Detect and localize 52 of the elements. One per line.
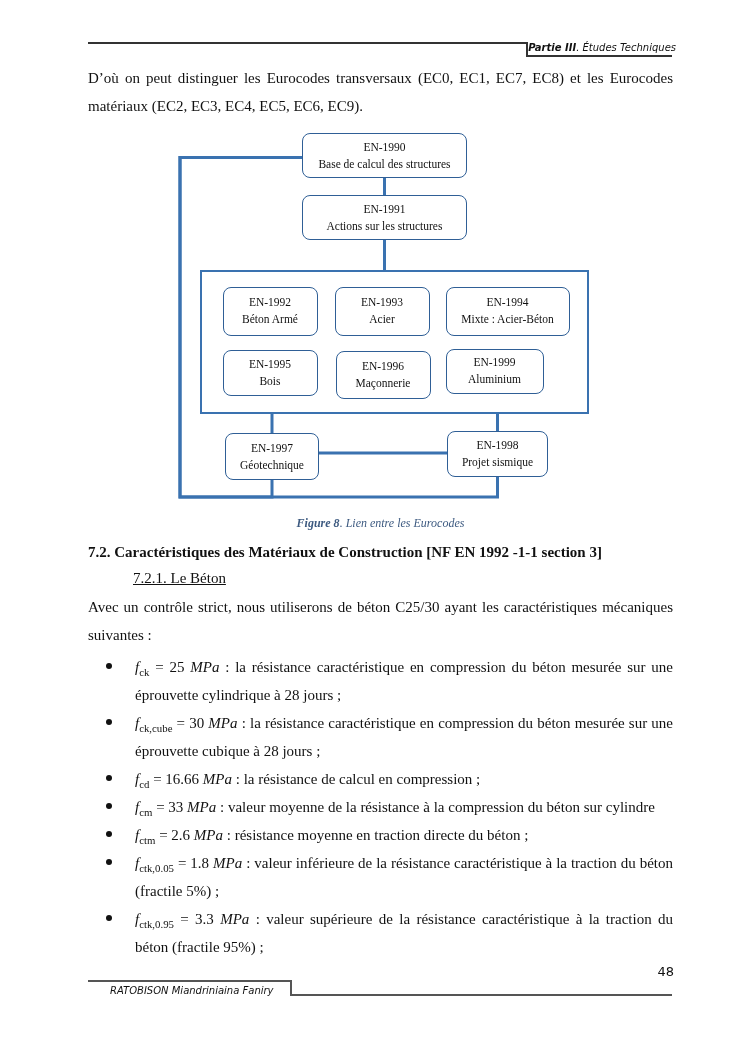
code-label: EN-1998 <box>476 438 519 453</box>
connector-line <box>383 178 386 195</box>
standard-box <box>225 433 319 480</box>
title-label: Base de calcul des structures <box>318 156 451 172</box>
standard-box <box>447 431 548 477</box>
code-label: EN-1990 <box>363 139 406 155</box>
list-item: f$_{ctk,0.05}$ = 1.8 MPa : valeur inférieure de la résistance caractéristique à la traction du béton (fractile 5%) ; <box>135 854 673 901</box>
page-number: 48 <box>656 964 674 979</box>
header-text: Partie III. Études Techniques <box>527 42 676 53</box>
author-name: RATOBISON Miandriniaina Faniry <box>110 985 274 996</box>
title-label: Projet sismique <box>461 455 534 471</box>
connector-line <box>319 451 447 455</box>
list-item: f$_{cm}$ = 33 MPa : valeur moyenne de la résistance à la compression du béton sur cylindre <box>135 798 656 820</box>
code-label: EN-1991 <box>363 201 406 217</box>
title-label: Maçonnerie <box>355 375 411 392</box>
list-item: f$_{ctk,0.95}$ = 3.3 MPa : valeur supérieure de la résistance caractéristique à la traction du béton (fractile 95%) ; <box>135 910 673 957</box>
title-label: Bois <box>259 373 281 389</box>
connector-line <box>383 240 386 270</box>
subsection-heading: 7.2.1. Le Béton <box>133 570 226 587</box>
standard-box <box>445 286 570 336</box>
code-label: EN-1995 <box>248 356 292 372</box>
code-label: EN-1993 <box>360 295 404 310</box>
standard-box <box>222 286 318 336</box>
standard-box <box>445 348 544 394</box>
standard-box <box>302 133 467 178</box>
connector-line <box>496 414 499 431</box>
title-label: Acier <box>369 312 395 327</box>
figure-caption: Figure 8. Lien entre les Eurocodes <box>295 516 466 531</box>
code-label: EN-1996 <box>361 358 405 374</box>
paragraph: D’où on peut distinguer les Eurocodes transversaux (EC0, EC1, EC7, EC8) et les Eurocodes matériaux (EC2, EC3, EC4, EC5, EC6, EC9). <box>88 69 673 116</box>
connector-line <box>270 414 274 433</box>
code-label: EN-1994 <box>486 295 529 310</box>
standard-box <box>334 286 430 336</box>
paragraph: Avec un contrôle strict, nous utiliserons de béton C25/30 ayant les caractéristiques mécaniques suivantes : <box>88 598 673 645</box>
section-heading: 7.2. Caractéristiques des Matériaux de Construction [NF EN 1992 -1-1 section 3] <box>88 544 602 561</box>
title-label: Aluminium <box>468 372 521 387</box>
list-item: f$_{ctm}$ = 2.6 MPa : résistance moyenne en traction directe du béton ; <box>135 826 530 848</box>
standard-box <box>335 350 431 399</box>
title-label: Géotechnique <box>240 457 304 474</box>
code-label: EN-1997 <box>250 440 294 456</box>
standard-box <box>222 349 318 396</box>
group-frame <box>200 270 589 414</box>
title-label: Mixte : Acier-Béton <box>461 312 554 327</box>
list-item: f$_{ck,cube}$ = 30 MPa : la résistance caractéristique en compression du béton mesurée sur une éprouvette cubique à 28 jours ; <box>135 714 673 761</box>
title-label: Béton Armé <box>242 312 298 327</box>
connector-line <box>178 156 499 499</box>
list-item: f$_{ck}$ = 25 MPa : la résistance caractéristique en compression du béton mesurée sur une éprouvette cylindrique à 28 jours ; <box>135 658 673 705</box>
code-label: EN-1999 <box>473 355 516 370</box>
title-label: Actions sur les structures <box>326 218 443 234</box>
standard-box <box>302 195 467 240</box>
code-label: EN-1992 <box>248 295 292 310</box>
list-item: f$_{cd}$ = 16.66 MPa : la résistance de calcul en compression ; <box>135 770 482 792</box>
